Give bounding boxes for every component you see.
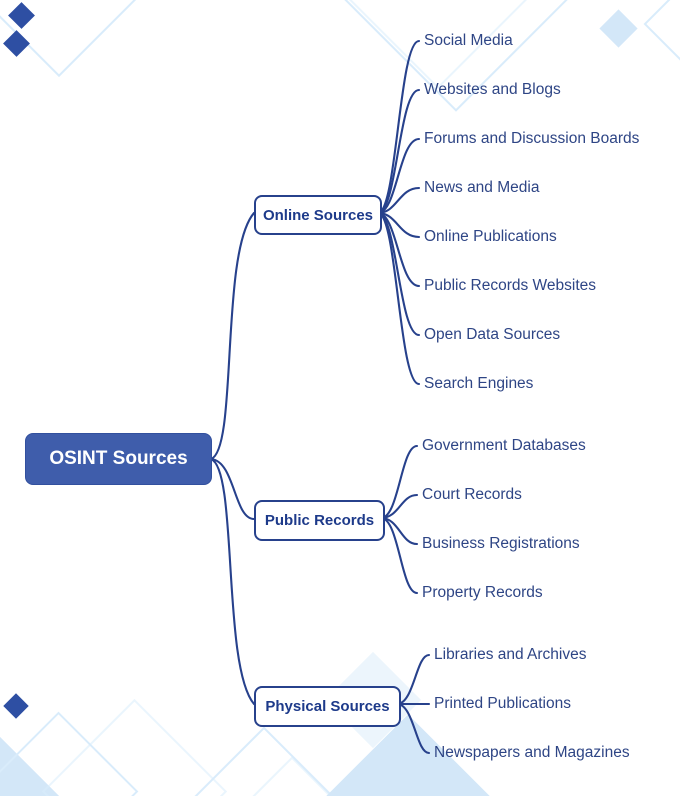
edge-online-3 xyxy=(376,137,421,215)
leaf-node-libraries-and-archives[interactable]: Libraries and Archives xyxy=(434,646,587,663)
edge-physical-3 xyxy=(395,702,431,755)
leaf-node-open-data-sources[interactable]: Open Data Sources xyxy=(424,326,561,343)
edge-online-4 xyxy=(376,186,421,215)
branch-node-public-records[interactable]: Public Records xyxy=(254,500,385,541)
leaf-node-government-databases[interactable]: Government Databases xyxy=(422,437,586,454)
edge-physical-1 xyxy=(395,653,431,706)
edge-public-1 xyxy=(379,444,419,520)
edge-root-public xyxy=(209,457,256,521)
leaf-node-court-records[interactable]: Court Records xyxy=(422,486,522,503)
leaf-node-newspapers-and-magazines[interactable]: Newspapers and Magazines xyxy=(434,744,630,761)
leaf-node-search-engines[interactable]: Search Engines xyxy=(424,375,534,392)
edge-public-4 xyxy=(379,516,419,595)
leaf-node-news-and-media[interactable]: News and Media xyxy=(424,179,540,196)
leaf-node-forums-and-discussion-boards[interactable]: Forums and Discussion Boards xyxy=(424,130,640,147)
root-node-osint-sources[interactable]: OSINT Sources xyxy=(25,433,212,485)
edge-root-online xyxy=(209,211,256,461)
edge-public-2 xyxy=(379,493,419,520)
branch-node-physical-sources[interactable]: Physical Sources xyxy=(254,686,401,727)
leaf-node-websites-and-blogs[interactable]: Websites and Blogs xyxy=(424,81,561,98)
edge-online-2 xyxy=(376,88,421,215)
leaf-node-printed-publications[interactable]: Printed Publications xyxy=(434,695,571,712)
edge-online-8 xyxy=(376,211,421,386)
edge-root-physical xyxy=(209,457,256,706)
edge-online-7 xyxy=(376,211,421,337)
edge-online-1 xyxy=(376,39,421,215)
leaf-node-public-records-websites[interactable]: Public Records Websites xyxy=(424,277,597,294)
leaf-node-online-publications[interactable]: Online Publications xyxy=(424,228,557,245)
leaf-node-property-records[interactable]: Property Records xyxy=(422,584,543,601)
leaf-node-business-registrations[interactable]: Business Registrations xyxy=(422,535,580,552)
branch-node-online-sources[interactable]: Online Sources xyxy=(254,195,382,235)
leaf-node-social-media[interactable]: Social Media xyxy=(424,32,513,49)
